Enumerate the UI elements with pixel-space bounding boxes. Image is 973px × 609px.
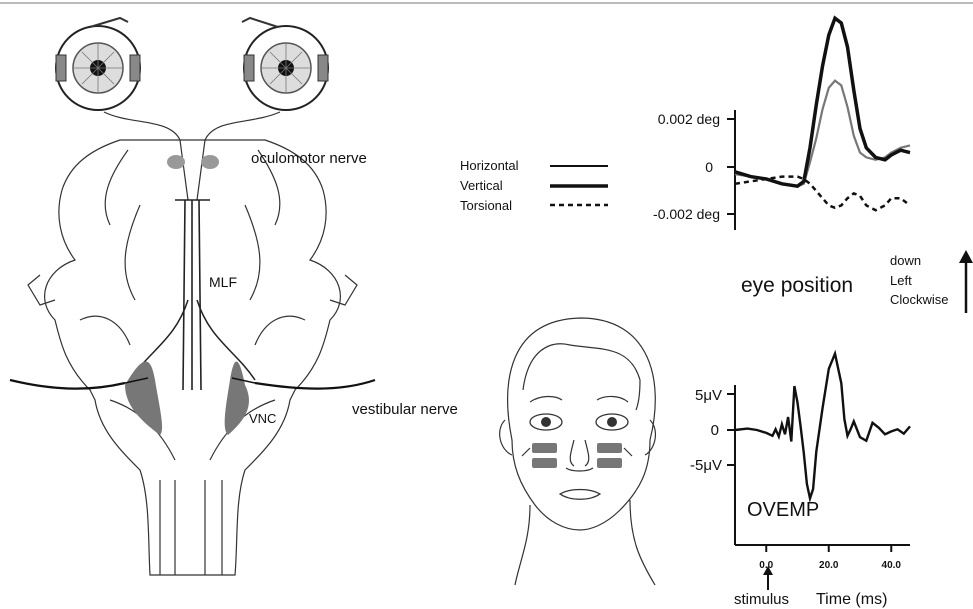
face-illustration (500, 318, 656, 585)
mlf-tract (183, 200, 201, 390)
eye-plot-ytick-label-top: 0.002 deg (658, 111, 720, 127)
ovemp-trace (735, 354, 910, 499)
ovemp-ytick-label-bot: -5μV (690, 457, 722, 474)
left-eye-icon (56, 18, 140, 110)
direction-indicator: down Left Clockwise (890, 250, 973, 313)
ovemp-ytick-label-mid: 0 (711, 422, 719, 439)
brainstem-diagram: oculomotor nerve MLF VNC vestibular nerv… (10, 18, 458, 575)
vnc-left (125, 361, 162, 435)
oculomotor-nucleus-left (167, 155, 185, 169)
eye-plot-traces (735, 18, 910, 210)
legend-vertical-label: Vertical (460, 178, 503, 193)
face-mouth (560, 490, 600, 500)
horizontal-trace (735, 81, 910, 187)
direction-arrow-up-icon (959, 250, 973, 263)
ovemp-xtick-label-2: 40.0 (882, 560, 902, 571)
ovemp-xtick-label-1: 20.0 (819, 560, 839, 571)
right-eye-icon (242, 18, 328, 110)
vnc-label: VNC (249, 411, 276, 426)
ovemp-caption: OVEMP (747, 499, 819, 521)
eye-plot-ytick-label-mid: 0 (705, 159, 713, 175)
hair-outline (523, 344, 640, 410)
direction-label-down: down (890, 253, 921, 268)
electrode-left-lower (532, 458, 557, 468)
torsional-trace (735, 177, 910, 211)
legend-horizontal-label: Horizontal (460, 158, 519, 173)
oculomotor-nerve-label: oculomotor nerve (251, 150, 367, 167)
vestibular-nerve-label: vestibular nerve (352, 401, 458, 418)
vnc-right (225, 361, 249, 435)
mlf-label: MLF (209, 274, 237, 290)
electrode-right-lower (597, 458, 622, 468)
direction-label-clockwise: Clockwise (890, 292, 949, 307)
eye-position-plot: 0.002 deg 0 -0.002 deg eye position (653, 18, 910, 297)
eye-position-caption: eye position (741, 274, 853, 297)
vertical-trace (735, 18, 910, 186)
direction-label-left: Left (890, 273, 912, 288)
ovemp-trace-group (735, 354, 910, 499)
eye-plot-ytick-label-bot: -0.002 deg (653, 206, 720, 222)
electrode-left-upper (532, 443, 557, 453)
legend: Horizontal Vertical Torsional (460, 158, 608, 213)
stimulus-label: stimulus (734, 591, 789, 608)
time-axis-label: Time (ms) (816, 591, 887, 608)
legend-torsional-label: Torsional (460, 198, 512, 213)
ovemp-ytick-label-top: 5μV (695, 387, 722, 404)
electrode-right-upper (597, 443, 622, 453)
oculomotor-nucleus-right (201, 155, 219, 169)
